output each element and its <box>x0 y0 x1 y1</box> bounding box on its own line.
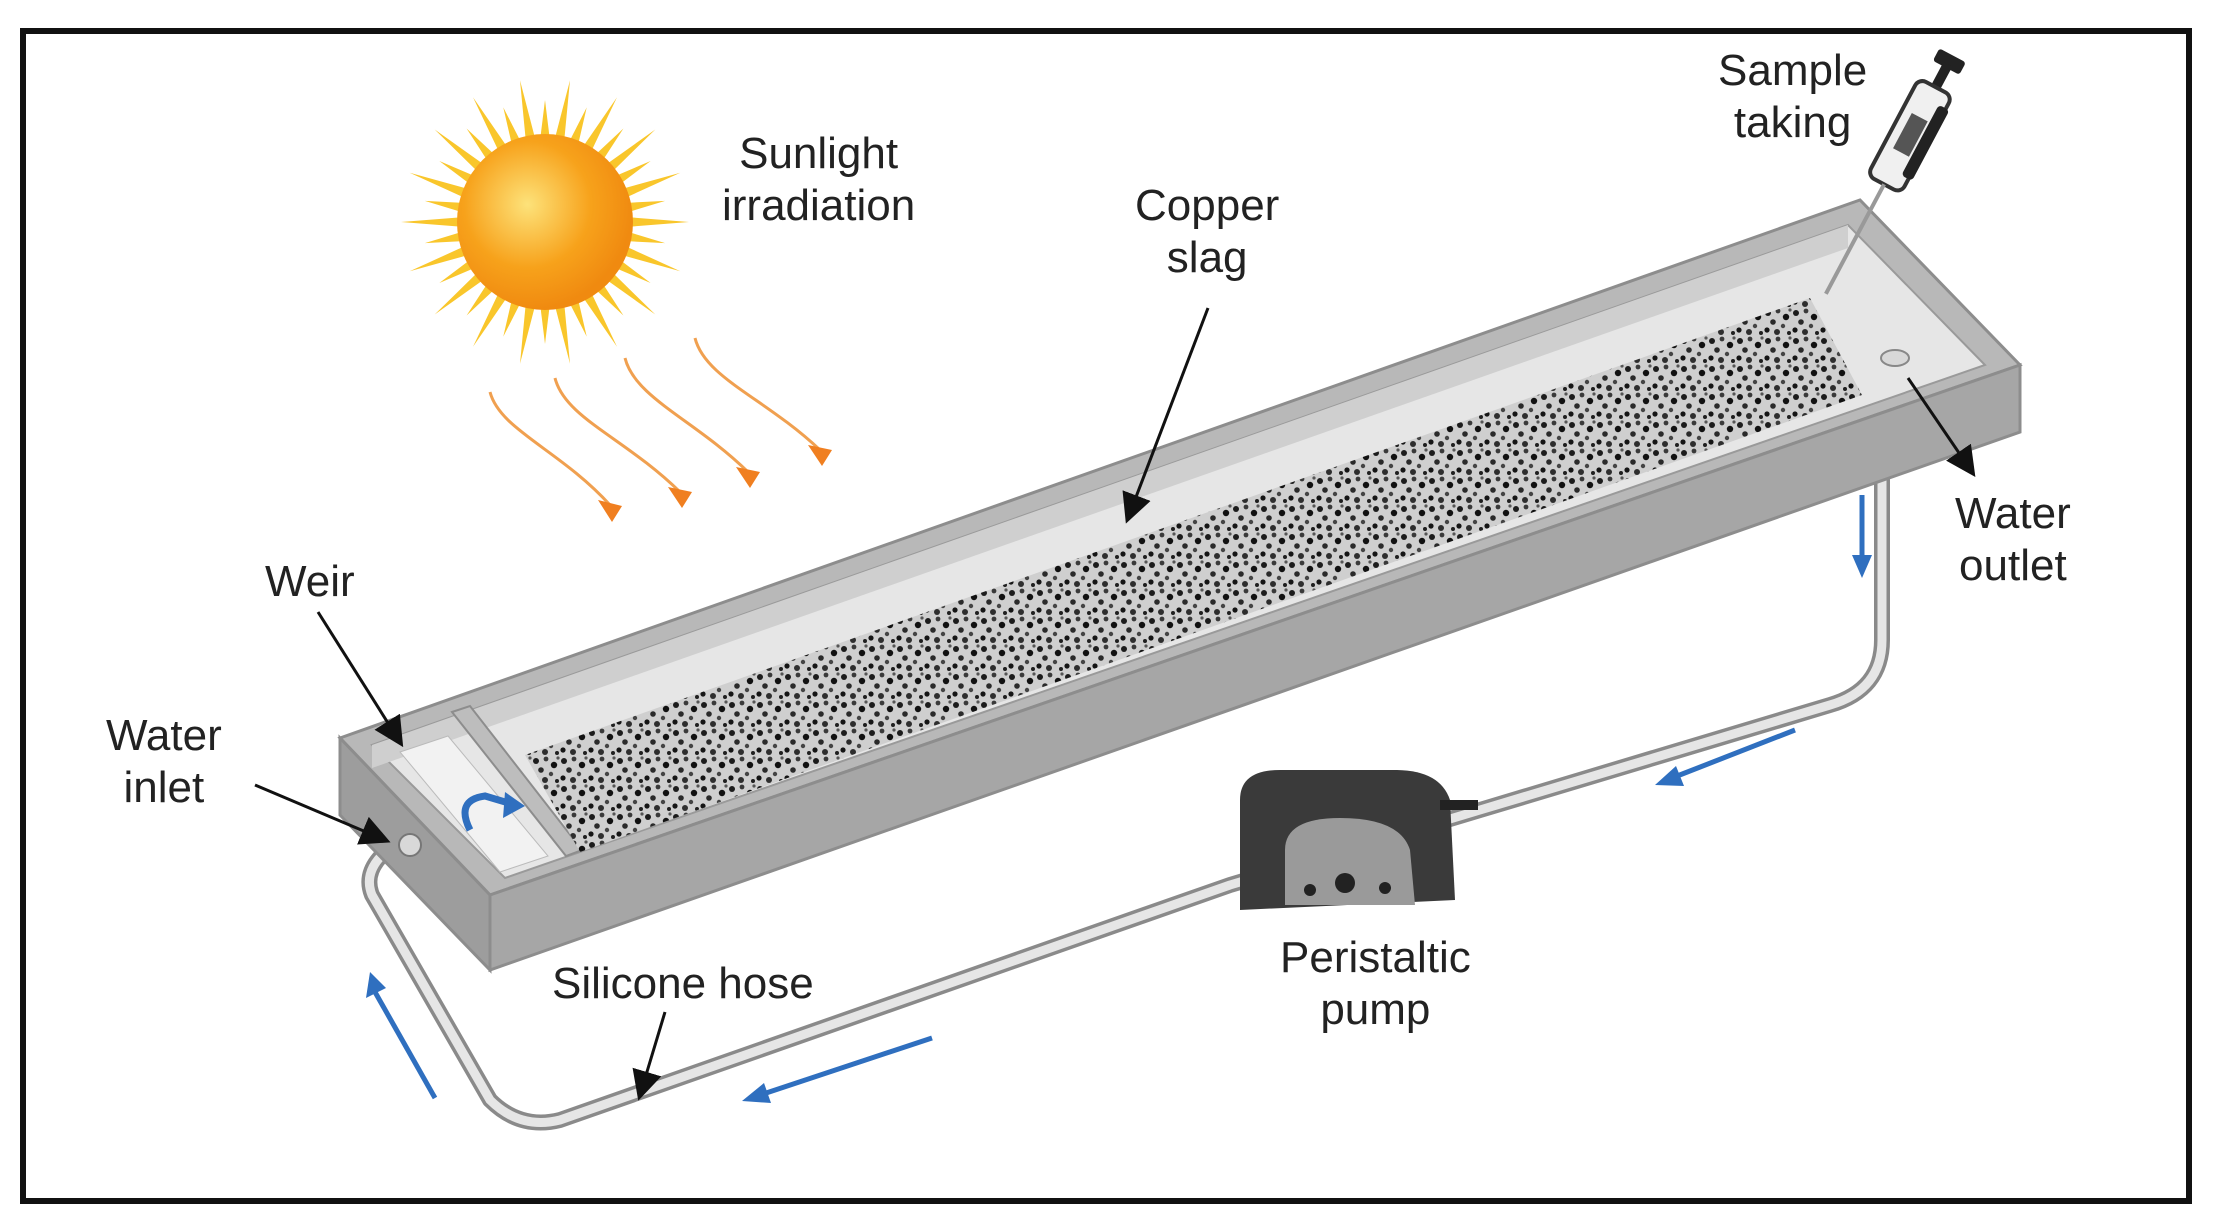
copper-slag-bed <box>525 298 1862 852</box>
sun-ray <box>554 301 571 364</box>
sun-ray <box>466 128 497 163</box>
sun-ray <box>434 129 486 174</box>
silicone-hose <box>361 472 1890 1131</box>
sun-ray <box>624 231 666 244</box>
weir-label: Weir <box>265 557 355 606</box>
sunlight-irradiation-label: Sunlight irradiation <box>722 129 916 230</box>
sun-ray <box>620 245 681 272</box>
sun-ray <box>568 107 587 147</box>
sun-ray <box>424 200 466 213</box>
sun-ray <box>624 200 666 213</box>
sun-ray <box>519 80 536 143</box>
sun-ray <box>554 80 571 143</box>
sun-icon <box>401 80 689 364</box>
sun-ray <box>581 97 617 154</box>
sun-ray <box>439 258 477 283</box>
copper-slag-label: Copper slag <box>1135 181 1280 282</box>
sun-ray <box>409 245 470 272</box>
sun-ray <box>540 303 550 344</box>
sun-ray <box>424 231 466 244</box>
sun-ray <box>568 297 587 337</box>
sun-ray <box>401 217 464 227</box>
peristaltic-pump-label: Peristaltic pump <box>1280 933 1471 1034</box>
reactor-tray <box>337 198 2023 974</box>
sun-ray <box>593 281 624 316</box>
sample-taking-label: Sample taking <box>1718 46 1868 147</box>
weir-flow-arrow <box>461 792 513 832</box>
water-outlet-label: Water outlet <box>1955 489 2071 590</box>
sun-ray <box>540 100 550 141</box>
sun-ray <box>519 301 536 364</box>
sun-ray <box>503 107 522 147</box>
light-ray-arrowheads <box>598 445 832 522</box>
flow-arrows <box>366 495 1872 1103</box>
sun-ray <box>409 172 470 199</box>
sun-ray <box>593 128 624 163</box>
sun-ray <box>466 281 497 316</box>
sun-ray <box>473 290 509 347</box>
pipette-icon <box>1824 49 1965 295</box>
sun-ray <box>581 290 617 347</box>
sun-ray <box>439 161 477 186</box>
peristaltic-pump-icon <box>1240 770 1478 910</box>
light-ray-arrows <box>488 337 822 507</box>
sun-ray <box>473 97 509 154</box>
sun-ray <box>604 129 656 174</box>
sun-ray <box>613 258 651 283</box>
sun-ray <box>620 172 681 199</box>
water-inlet-label: Water inlet <box>106 711 222 812</box>
sun-ray <box>503 297 522 337</box>
leader-lines <box>254 307 1976 1101</box>
silicone-hose-label: Silicone hose <box>552 959 814 1008</box>
sun-ray <box>434 270 486 315</box>
sun-ray <box>626 217 689 227</box>
sun-ray <box>604 270 656 315</box>
sun-ray <box>613 161 651 186</box>
